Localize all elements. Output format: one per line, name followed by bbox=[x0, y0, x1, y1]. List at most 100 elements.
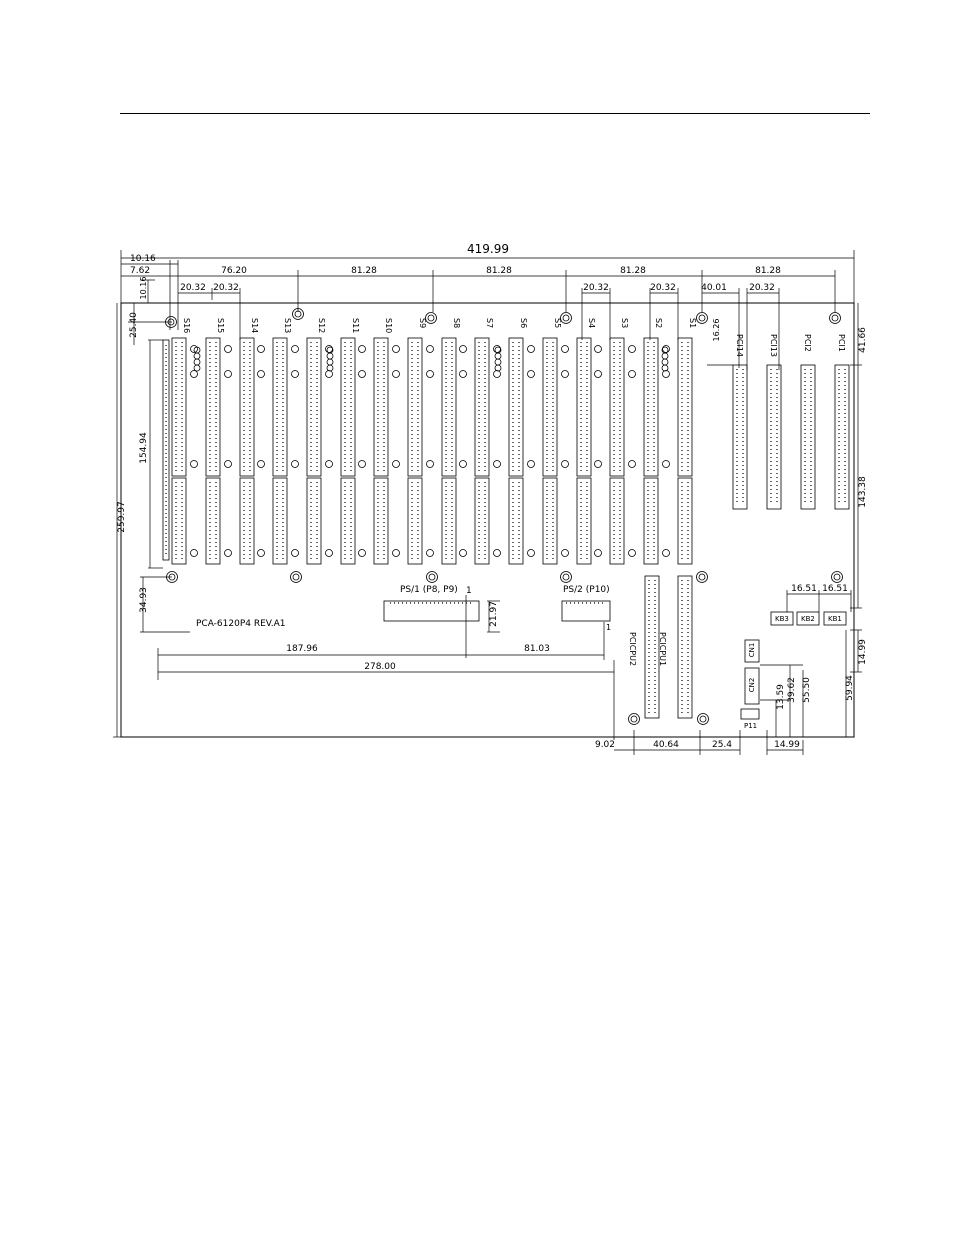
dim-20-32-e: 20.32 bbox=[749, 283, 775, 293]
isa-slot-upper bbox=[239, 337, 255, 477]
dim-154-94: 154.94 bbox=[139, 432, 149, 464]
via-hole bbox=[628, 549, 636, 557]
dim-top-81-28-b: 81.28 bbox=[486, 266, 512, 276]
mounting-hole-inner bbox=[698, 573, 706, 581]
slot-label-s16: S16 bbox=[182, 318, 191, 333]
mounting-hole-inner bbox=[833, 573, 841, 581]
mounting-hole bbox=[628, 713, 640, 725]
mounting-hole bbox=[829, 312, 841, 324]
dim-55-50: 55.50 bbox=[802, 677, 812, 703]
isa-slot-upper bbox=[474, 337, 490, 477]
via-hole bbox=[257, 370, 265, 378]
via-hole bbox=[358, 549, 366, 557]
via-hole bbox=[193, 364, 201, 372]
mounting-hole bbox=[290, 571, 302, 583]
via-hole bbox=[326, 364, 334, 372]
via-hole bbox=[190, 370, 198, 378]
slot-label-s4: S4 bbox=[587, 318, 596, 328]
dim-187-96: 187.96 bbox=[286, 644, 318, 654]
via-hole bbox=[459, 345, 467, 353]
dim-13-59: 13.59 bbox=[776, 684, 786, 710]
mounting-hole bbox=[831, 571, 843, 583]
mounting-hole bbox=[560, 571, 572, 583]
via-hole bbox=[392, 345, 400, 353]
mounting-hole bbox=[560, 312, 572, 324]
pci-slot bbox=[766, 364, 782, 510]
isa-slot-lower bbox=[306, 477, 322, 565]
dim-39-62: 39.62 bbox=[787, 677, 797, 703]
mounting-hole-inner bbox=[427, 314, 435, 322]
cpu-label-pcicpu1: PCICPU1 bbox=[658, 632, 667, 666]
mounting-hole-inner bbox=[428, 573, 436, 581]
dim-20-32-d: 20.32 bbox=[650, 283, 676, 293]
via-hole bbox=[459, 370, 467, 378]
pci-slot bbox=[800, 364, 816, 510]
board-outline bbox=[120, 302, 855, 738]
via-hole bbox=[662, 460, 670, 468]
dim-81-03: 81.03 bbox=[524, 644, 550, 654]
via-hole bbox=[326, 352, 334, 360]
isa-slot-upper bbox=[576, 337, 592, 477]
via-hole bbox=[392, 460, 400, 468]
mounting-hole bbox=[697, 713, 709, 725]
isa-slot-lower bbox=[677, 477, 693, 565]
via-hole bbox=[224, 549, 232, 557]
isa-slot-lower bbox=[643, 477, 659, 565]
isa-slot-lower bbox=[205, 477, 221, 565]
via-hole bbox=[628, 370, 636, 378]
cn1-connector bbox=[744, 639, 760, 663]
dim-143-38: 143.38 bbox=[858, 476, 868, 508]
via-hole bbox=[291, 370, 299, 378]
via-hole bbox=[326, 358, 334, 366]
p11-connector bbox=[740, 708, 760, 720]
dim-16-51-a: 16.51 bbox=[791, 584, 817, 594]
via-hole bbox=[459, 549, 467, 557]
dim-20-32-b: 20.32 bbox=[213, 283, 239, 293]
p11-label: P11 bbox=[744, 722, 757, 730]
isa-slot-upper bbox=[340, 337, 356, 477]
dim-top-81-28-d: 81.28 bbox=[755, 266, 781, 276]
isa-slot-lower bbox=[171, 477, 187, 565]
mounting-hole-inner bbox=[699, 715, 707, 723]
board-model-label: PCA-6120P4 REV.A1 bbox=[196, 619, 286, 629]
isa-slot-upper bbox=[542, 337, 558, 477]
isa-slot-lower bbox=[272, 477, 288, 565]
slot-label-s1: S1 bbox=[688, 318, 697, 328]
mounting-hole-inner bbox=[292, 573, 300, 581]
isa-slot-lower bbox=[542, 477, 558, 565]
cpu-slot bbox=[644, 575, 660, 719]
via-hole bbox=[190, 345, 198, 353]
via-hole bbox=[257, 345, 265, 353]
via-hole bbox=[527, 549, 535, 557]
via-hole bbox=[661, 358, 669, 366]
dim-16-26: 16.26 bbox=[712, 319, 721, 342]
isa-slot-upper bbox=[272, 337, 288, 477]
slot-label-s11: S11 bbox=[351, 318, 360, 333]
via-hole bbox=[493, 345, 501, 353]
slot-label-s6: S6 bbox=[519, 318, 528, 328]
isa-slot-lower bbox=[373, 477, 389, 565]
slot-label-s13: S13 bbox=[283, 318, 292, 333]
via-hole bbox=[325, 460, 333, 468]
isa-slot-upper bbox=[373, 337, 389, 477]
mounting-hole bbox=[696, 571, 708, 583]
isa-slot-upper bbox=[407, 337, 423, 477]
slot-label-s9: S9 bbox=[418, 318, 427, 328]
ps2-connector bbox=[561, 600, 611, 622]
via-hole bbox=[493, 460, 501, 468]
isa-slot-lower bbox=[441, 477, 457, 565]
pci-label-pci2: PCI2 bbox=[803, 334, 812, 352]
slot-label-s12: S12 bbox=[317, 318, 326, 333]
via-hole bbox=[325, 345, 333, 353]
via-hole bbox=[358, 345, 366, 353]
via-hole bbox=[594, 345, 602, 353]
via-hole bbox=[628, 345, 636, 353]
dim-9-02: 9.02 bbox=[595, 740, 615, 750]
dim-34-93: 34.93 bbox=[139, 587, 149, 613]
via-hole bbox=[493, 370, 501, 378]
via-hole bbox=[426, 370, 434, 378]
dim-41-66: 41.66 bbox=[858, 327, 868, 353]
slot-label-s2: S2 bbox=[654, 318, 663, 328]
via-hole bbox=[661, 364, 669, 372]
pci-slot bbox=[834, 364, 850, 510]
